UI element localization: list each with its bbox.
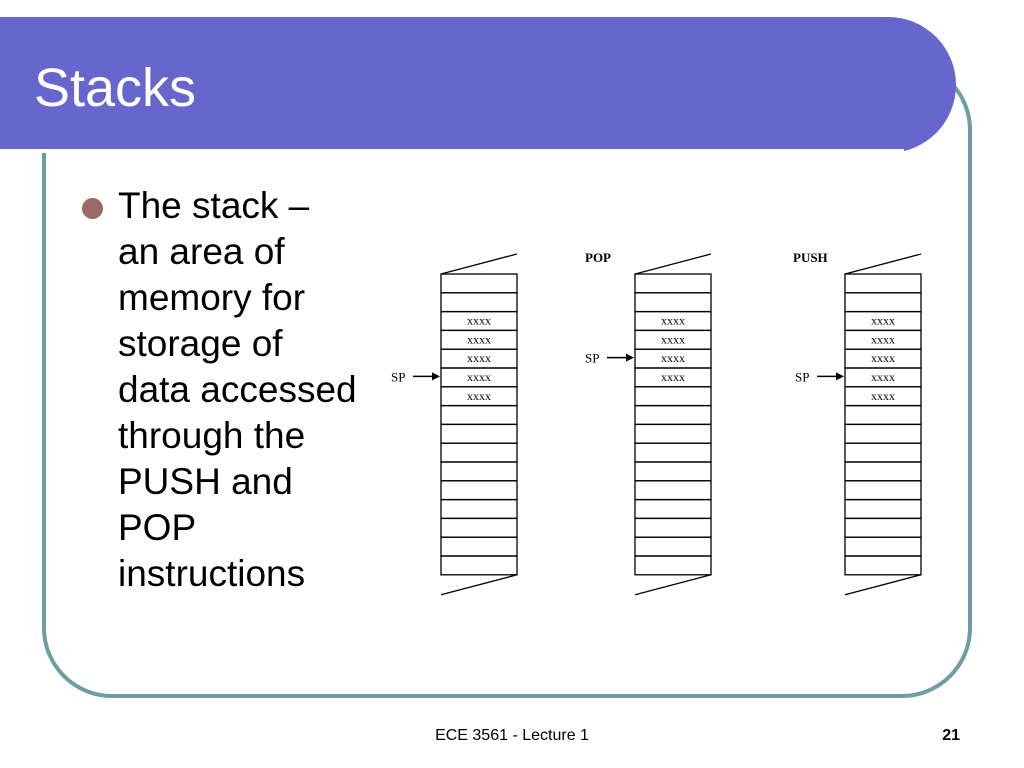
- stack-2-cell: [634, 442, 712, 463]
- stack-3-cell: [844, 461, 922, 482]
- footer-text: ECE 3561 - Lecture 1: [435, 727, 589, 744]
- stack-1-cell: [440, 517, 518, 538]
- stack-2-label: POP: [585, 250, 611, 265]
- title-underline: [0, 149, 904, 153]
- stack-3-cell: [844, 404, 922, 426]
- stack-1-cell: [440, 555, 518, 576]
- stack-2-cell: [634, 404, 712, 426]
- stack-3-label: PUSH: [793, 250, 828, 265]
- stack-1-cell-value: xxxx: [467, 351, 491, 365]
- stack-3-bottom-slant: [844, 574, 922, 596]
- stack-2-sp-label: SP: [585, 351, 599, 366]
- stack-1-cell-value: xxxx: [467, 332, 491, 346]
- stack-1-cell: [440, 498, 518, 520]
- stack-3-cell: [844, 517, 922, 538]
- stack-1-sp-label: SP: [391, 369, 405, 384]
- stack-3-cell-value: xxxx: [871, 389, 895, 403]
- slide-title: Stacks: [34, 58, 197, 118]
- stack-1-cell: [440, 461, 518, 482]
- stack-3-top-slant: [844, 253, 922, 275]
- stack-3-cell: [844, 292, 922, 313]
- stack-2-bottom-slant: [634, 574, 712, 596]
- stack-2-top-slant: [634, 253, 712, 275]
- stack-1-cell-value: xxxx: [467, 314, 491, 328]
- stack-2-cell: [634, 480, 712, 501]
- stack-3-cell: [844, 498, 922, 520]
- stack-3-cell: [844, 536, 922, 557]
- stack-2-cell: [634, 555, 712, 576]
- stack-2-cell: [634, 423, 712, 444]
- stack-1-sp-arrowhead: [432, 372, 440, 381]
- stack-2-cell: [634, 273, 712, 294]
- stack-1-cell: [440, 480, 518, 501]
- stack-1-cell-value: xxxx: [467, 370, 491, 384]
- stack-3-cell: [844, 442, 922, 463]
- stack-2-cell: [634, 517, 712, 538]
- stack-2-sp-arrowhead: [626, 353, 634, 362]
- stack-3-sp-label: SP: [795, 369, 809, 384]
- bullet-text: The stack – an area of memory for storag…: [118, 185, 357, 594]
- stack-2-cell: [634, 386, 712, 407]
- stack-3-cell-value: xxxx: [871, 314, 895, 328]
- stack-3-cell: [844, 273, 922, 294]
- stack-1-cell: [440, 404, 518, 426]
- stack-3-cell-value: xxxx: [871, 332, 895, 346]
- stack-2-cell: [634, 498, 712, 520]
- stack-2-cell-value: xxxx: [661, 351, 685, 365]
- content-frame: [42, 60, 972, 698]
- stack-3-cell: [844, 480, 922, 501]
- stack-2-cell: [634, 292, 712, 313]
- stack-1-cell: [440, 273, 518, 294]
- stack-3-cell: [844, 555, 922, 576]
- stack-1-cell-value: xxxx: [467, 389, 491, 403]
- page-number: 21: [942, 727, 960, 744]
- stack-1-cell: [440, 442, 518, 463]
- stack-1-cell: [440, 423, 518, 444]
- stack-1-cell: [440, 292, 518, 313]
- stack-3-cell-value: xxxx: [871, 351, 895, 365]
- stack-1-bottom-slant: [440, 574, 518, 596]
- stack-3-cell-value: xxxx: [871, 370, 895, 384]
- stack-2-cell: [634, 536, 712, 557]
- stack-3-sp-arrowhead: [836, 372, 844, 381]
- title-bar: Stacks: [0, 17, 956, 153]
- stack-2-cell: [634, 461, 712, 482]
- stack-2-cell-value: xxxx: [661, 332, 685, 346]
- bullet-icon: [82, 198, 103, 219]
- stack-2-cell-value: xxxx: [661, 314, 685, 328]
- stack-2-cell-value: xxxx: [661, 370, 685, 384]
- stack-1-top-slant: [440, 253, 518, 275]
- stack-3-cell: [844, 423, 922, 444]
- stack-1-cell: [440, 536, 518, 557]
